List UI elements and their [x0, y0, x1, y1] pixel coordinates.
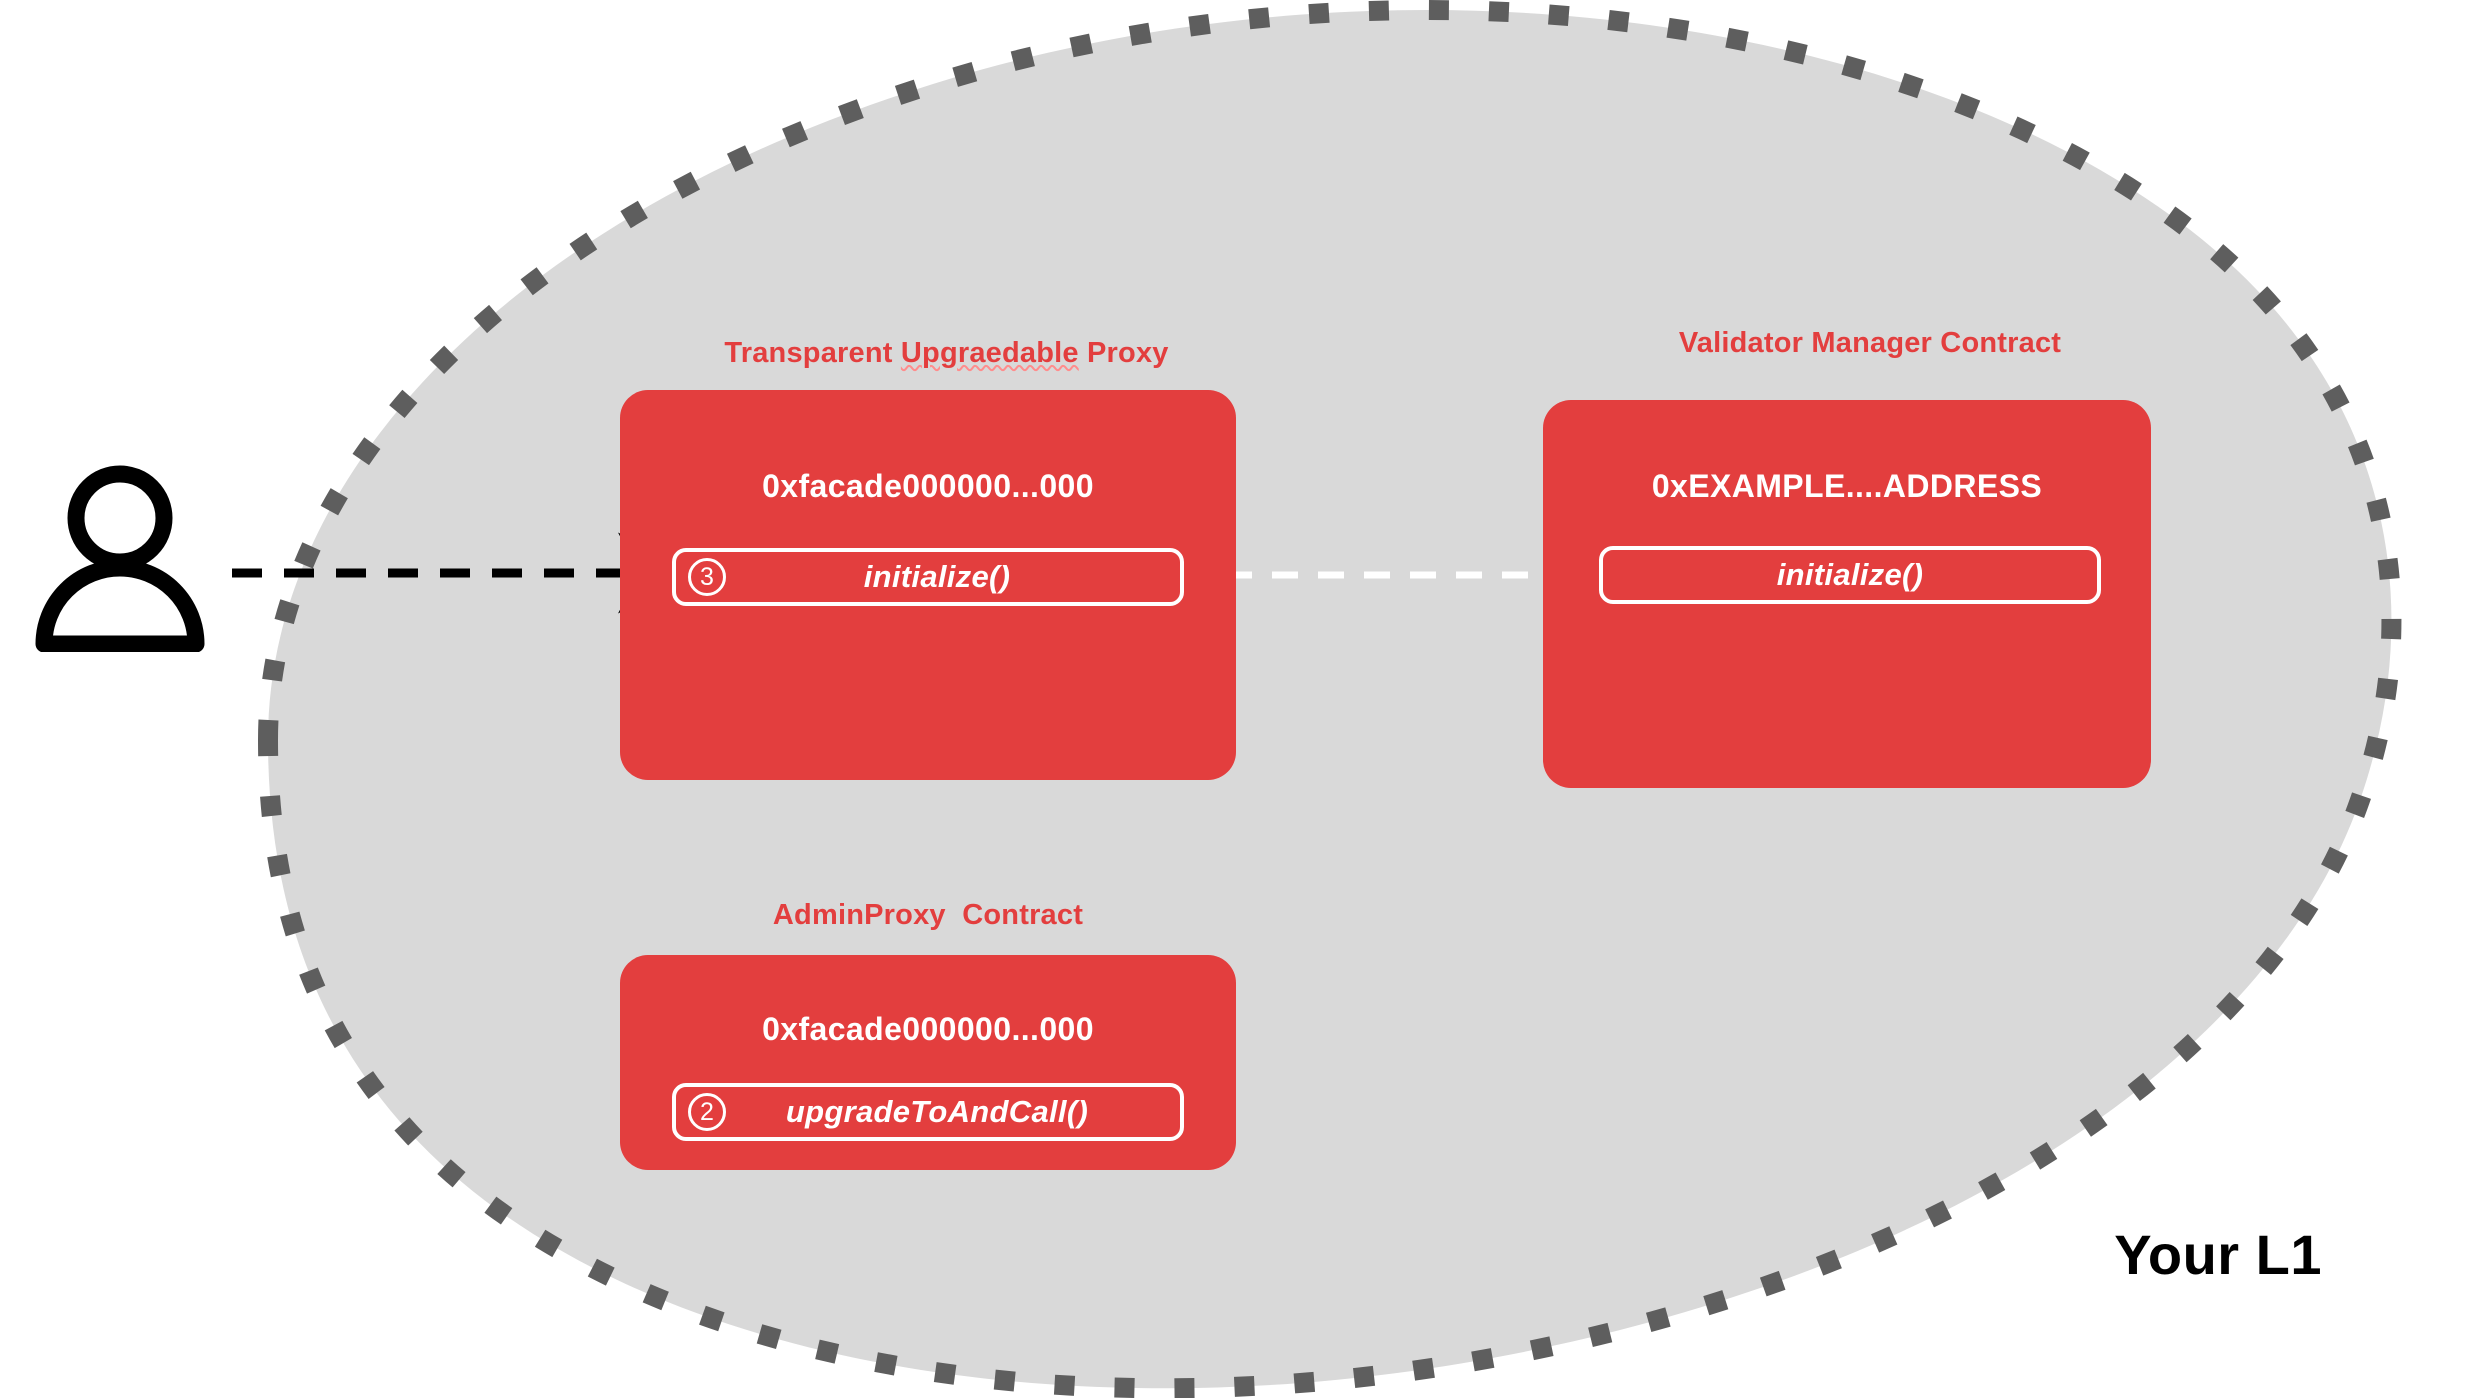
title-part-prefix: Transparent [724, 336, 901, 369]
contract-card-admin-proxy[interactable]: 0xfacade000000...000 2 upgradeToAndCall(… [620, 955, 1236, 1170]
contract-address-admin-proxy: 0xfacade000000...000 [762, 1011, 1094, 1047]
user-person-icon [35, 465, 205, 652]
method-label-upgrade-to-and-call: upgradeToAndCall() [785, 1094, 1089, 1129]
method-initialize-proxy[interactable]: 3 initialize() [672, 548, 1184, 606]
method-label-initialize-vm: initialize() [1776, 557, 1924, 592]
step-badge-2: 2 [688, 1093, 726, 1131]
method-label-initialize: initialize() [863, 559, 1011, 594]
contract-title-admin-proxy: AdminProxy Contract [772, 899, 1084, 931]
contract-title-validator-manager: Validator Manager Contract [1678, 327, 2062, 359]
contract-card-transparent-upgradeable-proxy[interactable]: 0xfacade000000...000 3 initialize() [620, 390, 1236, 780]
contract-address-transparent-upgradeable-proxy: 0xfacade000000...000 [762, 468, 1094, 504]
method-initialize-validator-manager[interactable]: initialize() [1599, 546, 2101, 604]
title-part-suffix: Proxy [1078, 336, 1169, 369]
title-misspelled-word: Upgraedable [900, 336, 1079, 369]
step-badge-3: 3 [688, 558, 726, 596]
contract-card-validator-manager[interactable]: 0xEXAMPLE....ADDRESS initialize() [1543, 400, 2151, 788]
l1-region-label: Your L1 [2114, 1223, 2322, 1286]
contract-address-validator-manager: 0xEXAMPLE....ADDRESS [1651, 468, 2043, 504]
method-upgrade-to-and-call[interactable]: 2 upgradeToAndCall() [672, 1083, 1184, 1141]
